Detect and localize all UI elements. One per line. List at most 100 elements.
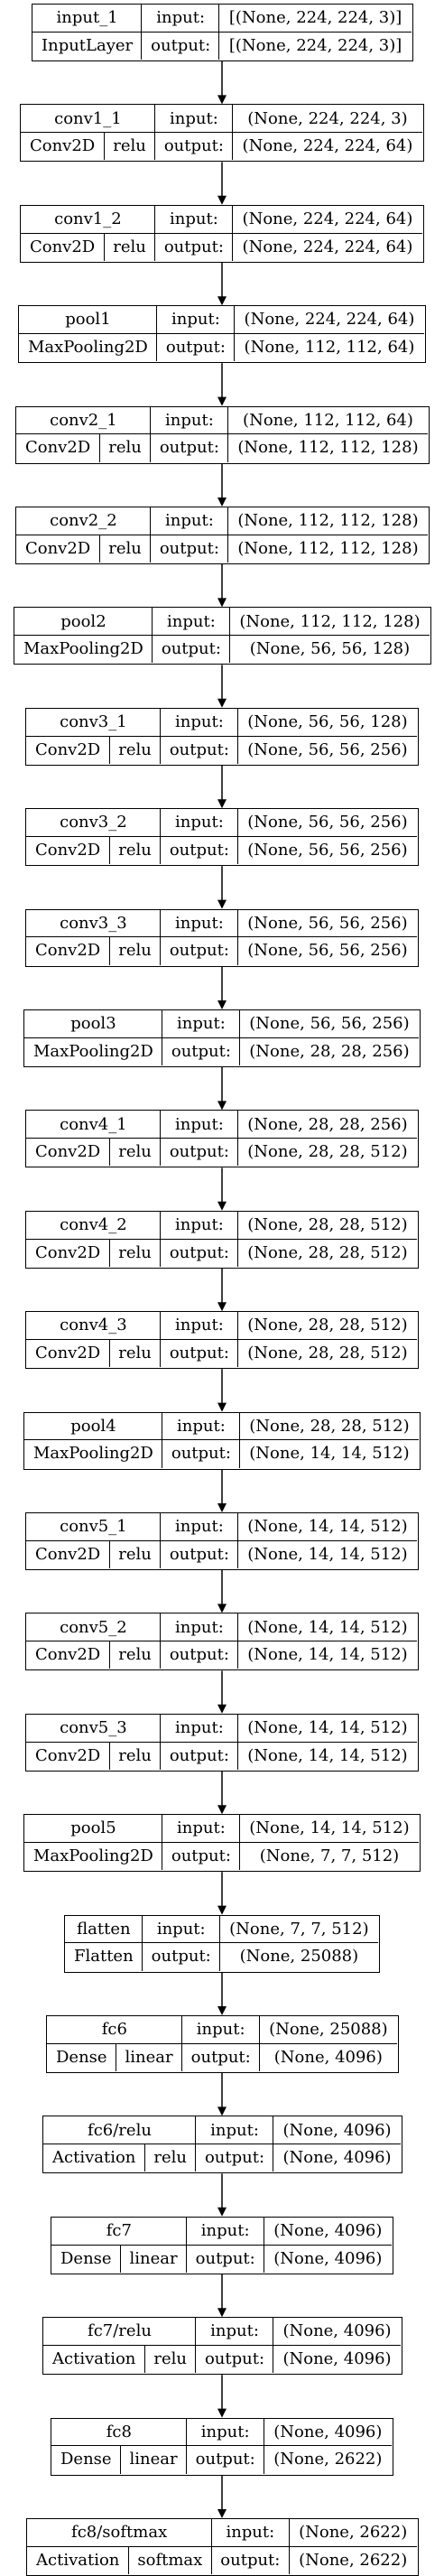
- layer-name: conv3_1: [60, 712, 127, 732]
- output-shape: (None, 56, 56, 256): [247, 941, 408, 961]
- input-port-label: input:: [165, 410, 214, 430]
- layer-type: Activation: [36, 2550, 120, 2570]
- layer-name: fc7/relu: [88, 2321, 152, 2341]
- cell-divider: [160, 1613, 162, 1669]
- output-port-label: output:: [195, 2450, 255, 2469]
- output-shape: (None, 224, 224, 64): [242, 136, 413, 156]
- arrowhead-5: [217, 598, 227, 608]
- layer-name: fc6/relu: [88, 2120, 152, 2140]
- layer-activation: relu: [153, 2148, 187, 2168]
- layer-activation: linear: [129, 2248, 178, 2268]
- arrowhead-1: [217, 195, 227, 205]
- layer-name: conv4_3: [60, 1316, 127, 1335]
- input-port-label: input:: [175, 1114, 224, 1134]
- layer-type: Conv2D: [34, 1544, 101, 1564]
- layer-name: input_1: [56, 8, 118, 28]
- input-shape: (None, 224, 224, 64): [242, 209, 413, 229]
- cell-divider: [237, 1714, 239, 1770]
- input-shape: (None, 28, 28, 512): [249, 1416, 410, 1436]
- cell-divider: [43, 2344, 401, 2346]
- input-shape: (None, 224, 224, 3): [247, 108, 408, 128]
- layer-activation: linear: [125, 2047, 173, 2067]
- arrowhead-17: [217, 1805, 227, 1815]
- cell-divider: [232, 205, 234, 261]
- cell-divider: [185, 2418, 187, 2474]
- arrowhead-24: [217, 2509, 227, 2518]
- input-port-label: input:: [175, 1316, 224, 1335]
- cell-divider: [108, 937, 110, 965]
- arrowhead-15: [217, 1604, 227, 1613]
- input-shape: (None, 7, 7, 512): [229, 1919, 369, 1939]
- cell-divider: [26, 1741, 417, 1743]
- arrowhead-9: [217, 1000, 227, 1009]
- layer-type: MaxPooling2D: [32, 1041, 153, 1061]
- input-shape: (None, 14, 14, 512): [247, 1718, 408, 1738]
- cell-divider: [108, 1641, 110, 1669]
- layer-type: Activation: [52, 2148, 136, 2168]
- output-shape: (None, 56, 56, 128): [249, 639, 411, 659]
- arrowhead-7: [217, 799, 227, 809]
- cell-divider: [26, 1338, 417, 1340]
- layer-activation: relu: [118, 840, 152, 860]
- layer-name: pool1: [65, 310, 111, 330]
- cell-divider: [143, 2345, 145, 2374]
- output-port-label: output:: [195, 2248, 255, 2268]
- output-shape: (None, 28, 28, 512): [247, 1142, 408, 1162]
- layer-name: conv1_2: [54, 209, 122, 229]
- output-port-label: output:: [151, 1947, 211, 1967]
- layer-activation: relu: [118, 1142, 152, 1162]
- output-port-label: output:: [169, 1142, 229, 1162]
- cell-divider: [21, 132, 422, 134]
- output-shape: (None, 28, 28, 512): [247, 1343, 408, 1362]
- output-port-label: output:: [169, 1745, 229, 1765]
- layer-type: Conv2D: [34, 840, 101, 860]
- layer-type: Flatten: [73, 1947, 134, 1967]
- layer-activation: relu: [118, 1745, 152, 1765]
- layer-type: Activation: [52, 2348, 136, 2368]
- cell-divider: [143, 2144, 145, 2172]
- input-shape: (None, 4096): [273, 2422, 383, 2441]
- layer-name: pool4: [70, 1416, 116, 1436]
- input-port-label: input:: [175, 913, 224, 933]
- cell-divider: [108, 836, 110, 865]
- cell-divider: [27, 2545, 417, 2547]
- output-shape: (None, 4096): [273, 2047, 383, 2067]
- layer-type: Dense: [60, 2450, 112, 2469]
- layer-name: fc7: [106, 2221, 132, 2241]
- cell-divider: [218, 5, 220, 60]
- output-port-label: output:: [159, 438, 219, 458]
- layer-name: conv5_3: [60, 1718, 127, 1738]
- layer-name: pool5: [70, 1818, 116, 1838]
- output-shape: (None, 25088): [239, 1947, 359, 1967]
- input-shape: [(None, 224, 224, 3)]: [228, 8, 402, 28]
- output-shape: (None, 112, 112, 64): [244, 337, 415, 357]
- layer-name: conv2_2: [50, 511, 117, 531]
- output-port-label: output:: [159, 538, 219, 558]
- layer-name: flatten: [77, 1919, 131, 1939]
- cell-divider: [65, 1942, 378, 1944]
- output-port-label: output:: [169, 739, 229, 759]
- cell-divider: [51, 2244, 392, 2246]
- layer-type: Conv2D: [34, 1645, 101, 1665]
- input-port-label: input:: [177, 1416, 226, 1436]
- arrowhead-23: [217, 2408, 227, 2418]
- cell-divider: [210, 2519, 212, 2574]
- input-port-label: input:: [170, 108, 218, 128]
- output-port-label: output:: [151, 35, 211, 55]
- layer-activation: relu: [113, 136, 146, 156]
- arrowhead-3: [217, 396, 227, 406]
- cell-divider: [119, 2245, 121, 2273]
- arrowhead-19: [217, 2006, 227, 2015]
- cell-divider: [108, 736, 110, 764]
- layer-type: Dense: [60, 2248, 112, 2268]
- cell-divider: [103, 132, 105, 161]
- cell-divider: [154, 205, 156, 261]
